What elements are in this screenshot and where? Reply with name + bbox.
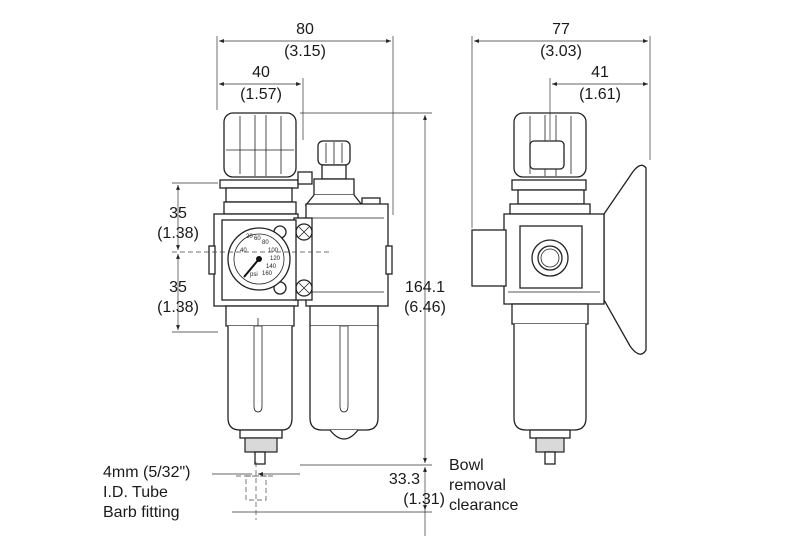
dim-width-total-mm: 80 — [296, 21, 314, 38]
front-view: 20 40 60 80 100 120 140 160 psi — [208, 112, 393, 520]
fitting-label-line2: I.D. Tube — [103, 484, 168, 501]
dim-lower-offset-mm: 35 — [169, 279, 187, 296]
dim-height-mm: 164.1 — [405, 279, 445, 296]
dim-height-in: (6.46) — [404, 299, 446, 316]
filter-regulator-bowl — [225, 305, 295, 465]
dim-upper-offset-in: (1.38) — [157, 225, 199, 242]
dim-lower-offset-in: (1.38) — [157, 299, 199, 316]
front-dimensions: 80 (3.15) 40 (1.57) 35 (1.38) 35 (1.38) … — [157, 21, 446, 536]
dim-depth-total-in: (3.03) — [540, 43, 582, 60]
gauge-scale-160: 160 — [262, 271, 273, 277]
bowl-label-line1: Bowl — [449, 457, 484, 474]
pressure-gauge: 20 40 60 80 100 120 140 160 psi — [221, 219, 297, 301]
gauge-scale-60: 60 — [254, 236, 261, 242]
dim-depth-half-mm: 41 — [591, 64, 609, 81]
side-view — [471, 112, 647, 465]
drain-valve — [244, 437, 278, 453]
mounting-bracket — [603, 164, 647, 355]
gauge-scale-40: 40 — [240, 248, 247, 254]
dim-width-half-mm: 40 — [252, 64, 270, 81]
lubricator-bowl — [309, 305, 379, 440]
gauge-scale-80: 80 — [262, 240, 269, 246]
gauge-scale-120: 120 — [270, 256, 281, 262]
bowl-clearance-label: Bowl removal clearance — [449, 457, 518, 514]
bonnet-collar — [225, 187, 293, 203]
gauge-unit: psi — [250, 272, 258, 278]
side-bowl — [513, 324, 587, 431]
fitting-label: 4mm (5/32") I.D. Tube Barb fitting — [103, 464, 190, 521]
bowl-label-line2: removal — [449, 477, 506, 494]
outlet-port — [385, 245, 393, 275]
inlet-port — [208, 245, 216, 275]
side-port-left — [471, 229, 507, 287]
dim-width-total-in: (3.15) — [284, 43, 326, 60]
fitting-label-line3: Barb fitting — [103, 504, 179, 521]
gauge-scale-100: 100 — [268, 248, 279, 254]
lubricator-adjust-knob — [304, 140, 364, 206]
regulator-knob — [223, 112, 297, 178]
dim-bowl-clearance-mm: 33.3 — [389, 471, 420, 488]
barb-fitting — [254, 451, 266, 465]
fitting-label-line1: 4mm (5/32") — [103, 464, 190, 481]
lubricator-body — [305, 203, 389, 307]
side-dimensions: 77 (3.03) 41 (1.61) — [471, 21, 651, 228]
gauge-scale-140: 140 — [266, 264, 277, 270]
gauge-scale-20: 20 — [246, 234, 253, 240]
gauge-needle — [243, 258, 260, 278]
dim-upper-offset-mm: 35 — [169, 205, 187, 222]
dim-depth-total-mm: 77 — [552, 21, 570, 38]
dim-depth-half-in: (1.61) — [579, 86, 621, 103]
dim-bowl-clearance-in: (1.31) — [403, 491, 445, 508]
dim-width-half-in: (1.57) — [240, 86, 282, 103]
bowl-label-line3: clearance — [449, 497, 518, 514]
lock-ring — [219, 179, 299, 189]
